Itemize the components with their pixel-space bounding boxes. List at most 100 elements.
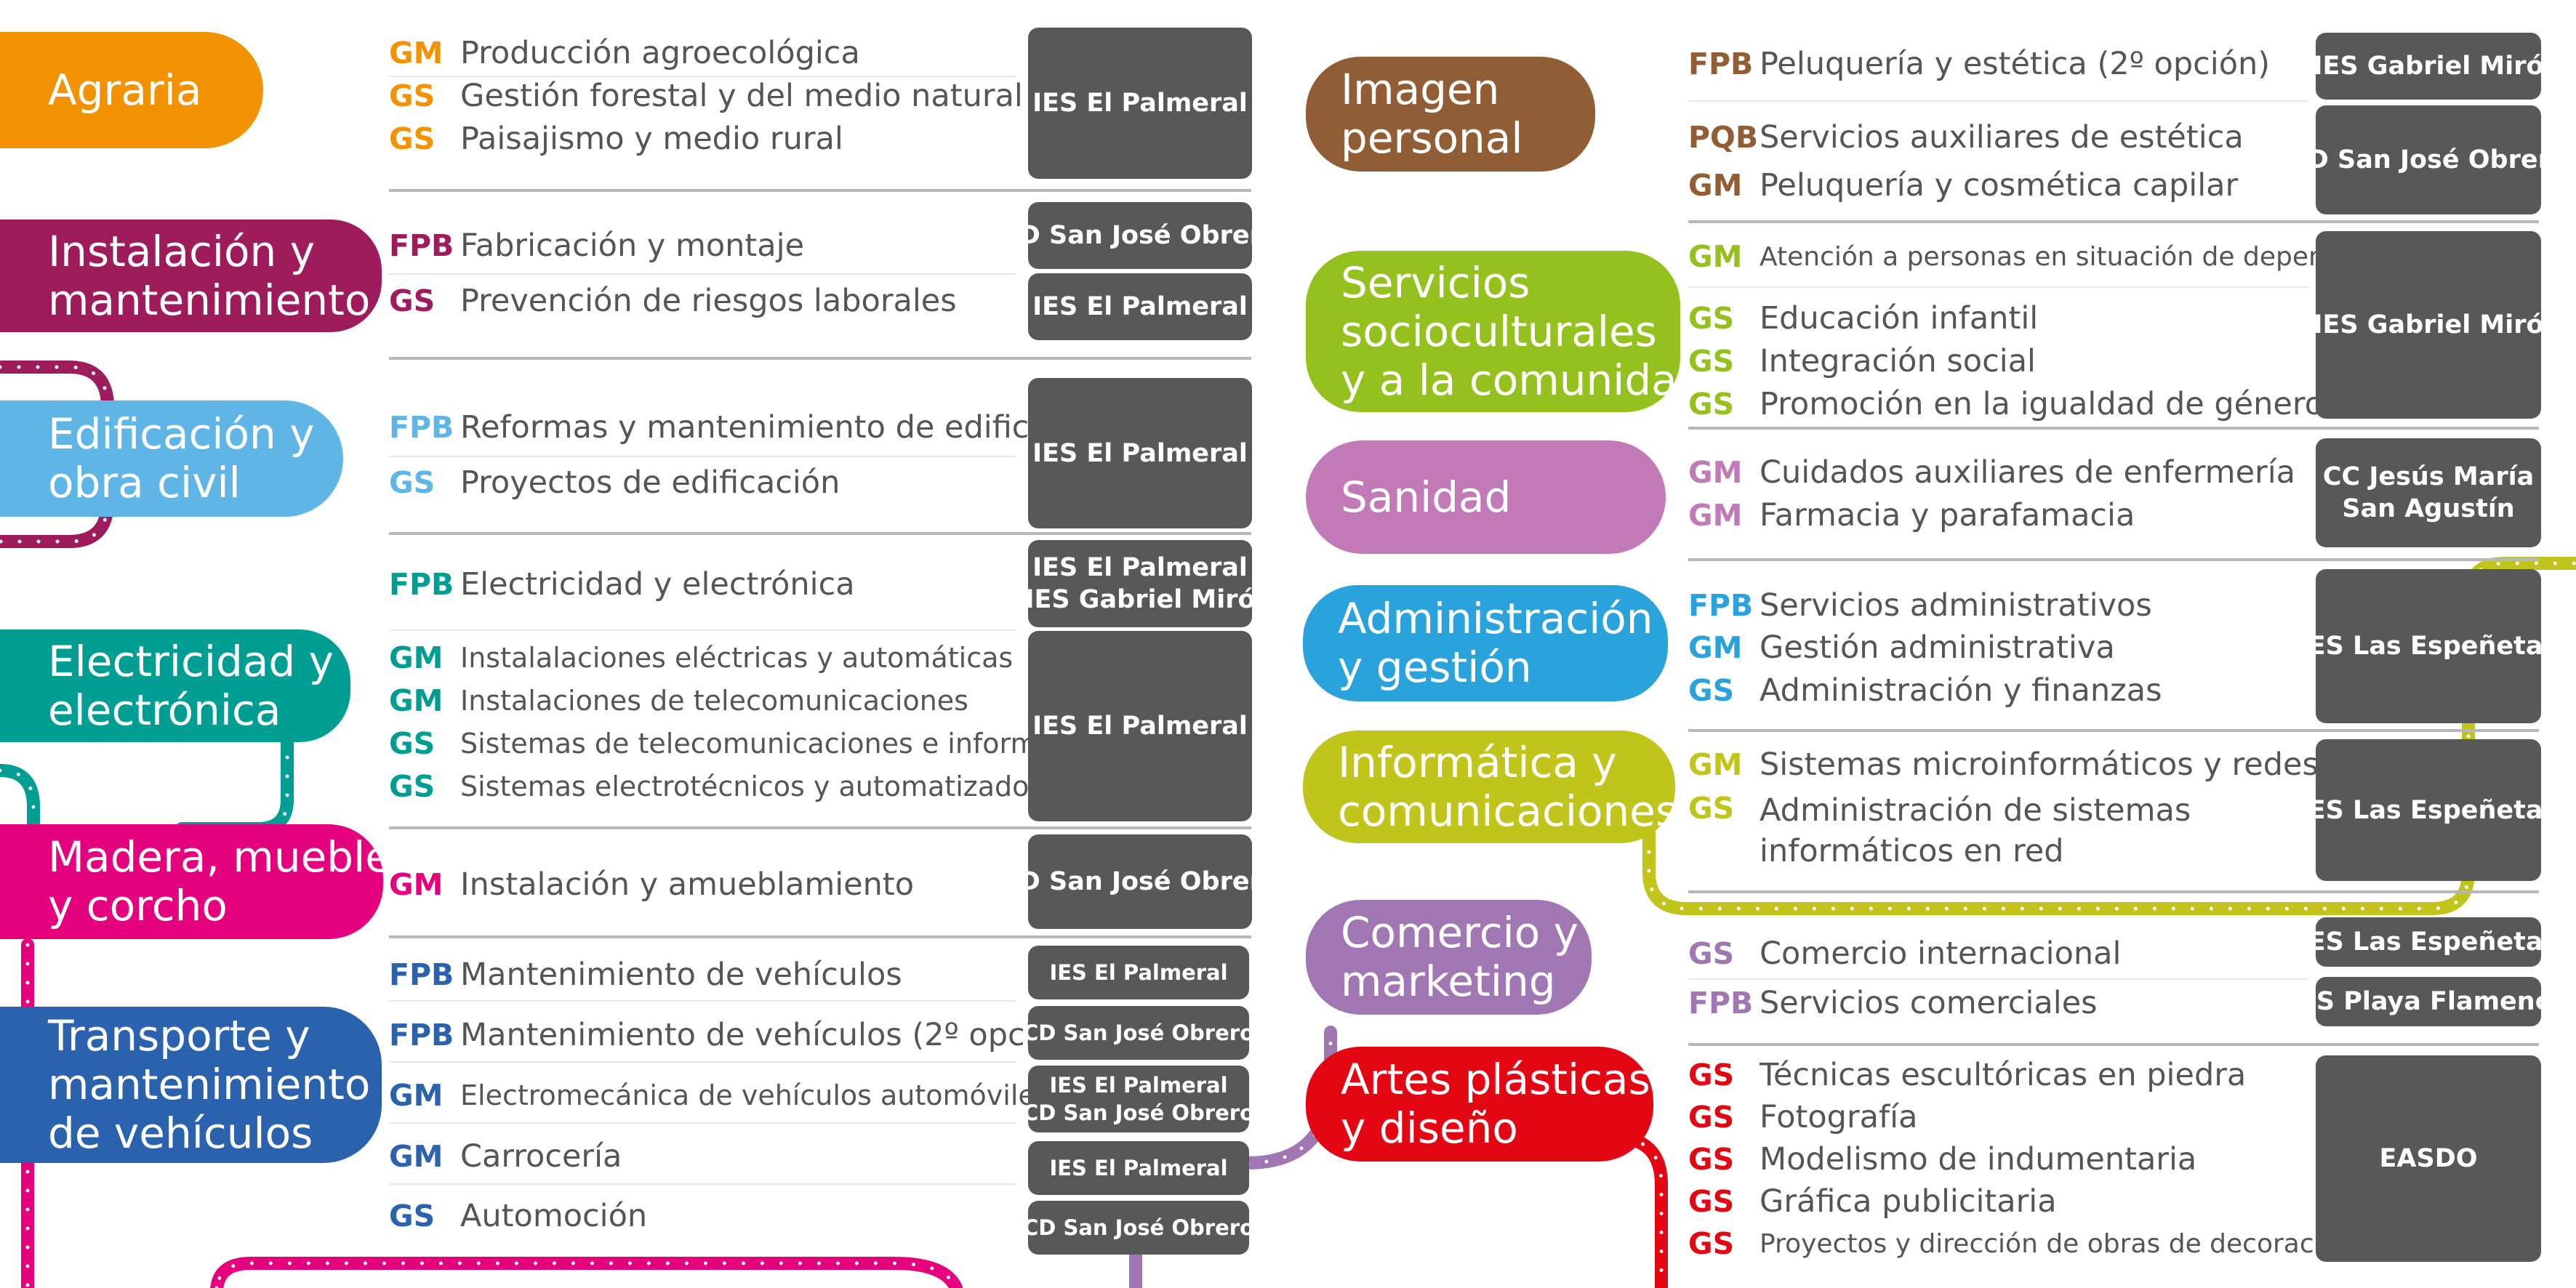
course-name: Educación infantil (1760, 300, 2039, 337)
course-name: Fabricación y montaje (460, 228, 805, 264)
course-name: Instalaciones de telecomunicaciones (460, 685, 968, 717)
course-code: GM (389, 36, 444, 71)
row-divider (389, 273, 1016, 275)
course-name: Mantenimiento de vehículos (460, 957, 902, 993)
school-box: IES El Palmeral (1028, 631, 1252, 821)
course-code: GS (1688, 673, 1735, 708)
family-sanidad: Sanidad (1306, 440, 1666, 554)
family-imagen: Imagen personal (1306, 57, 1595, 172)
course-name: Modelismo de indumentaria (1760, 1141, 2197, 1178)
course-row: GS Modelismo de indumentaria (1688, 1141, 2196, 1178)
course-name: Reformas y mantenimiento de edificios (460, 409, 1074, 446)
course-code: PQB (1688, 120, 1759, 155)
family-administracion: Administración y gestión (1303, 585, 1668, 701)
course-code: GS (1688, 1058, 1735, 1092)
course-name: Farmacia y parafamacia (1760, 497, 2135, 534)
course-code: GS (1688, 791, 1735, 826)
school-box: CD San José Obrero (1023, 1201, 1254, 1255)
school-box: IES El Palmeral (1028, 1141, 1249, 1195)
course-name: Servicios comerciales (1760, 985, 2098, 1021)
course-code: FPB (1688, 588, 1754, 623)
course-name: Cuidados auxiliares de enfermería (1760, 454, 2296, 491)
course-code: GS (1688, 387, 1735, 422)
school-box: CD San José Obrero (1000, 834, 1280, 929)
course-name: Administración y finanzas (1760, 672, 2162, 709)
family-edificacion: Edificación y obra civil (0, 401, 343, 517)
school-box: EASDO (2316, 1055, 2541, 1262)
course-name: Administración de sistemas informáticos … (1760, 792, 2191, 869)
course-code: GS (389, 121, 436, 156)
course-name: Carrocería (460, 1138, 622, 1175)
school-box: IES Las Espeñetas (2299, 569, 2558, 723)
course-name: Electricidad y electrónica (460, 566, 855, 603)
school-box: CD San José Obrero (1023, 1006, 1254, 1060)
school-box: IES Las Espeñetas (2299, 739, 2558, 881)
course-code: GM (389, 1139, 444, 1174)
course-code: FPB (389, 410, 454, 445)
family-electricidad: Electricidad y electrónica (0, 629, 350, 742)
course-code: FPB (1688, 47, 1754, 81)
course-name: Fotografía (1760, 1099, 1918, 1135)
course-code: GS (1688, 1142, 1735, 1177)
course-name: Sistemas electrotécnicos y automatizados (460, 770, 1044, 802)
school-box: IES El Palmeral (1028, 378, 1252, 528)
section-divider (1688, 558, 2539, 561)
course-code: FPB (1688, 986, 1754, 1021)
school-box: IES Playa Flamenca (2290, 977, 2567, 1026)
school-box: IES Gabriel Miró (2313, 231, 2544, 419)
row-divider (389, 1183, 1016, 1185)
row-divider (1688, 978, 2308, 980)
course-code: GM (389, 1078, 444, 1113)
family-agraria: Agraria (0, 32, 263, 148)
section-divider (389, 189, 1251, 192)
section-divider (1688, 427, 2539, 430)
course-name: Instalación y amueblamiento (460, 866, 915, 903)
course-row: GS Administración de sistemas informático… (1688, 790, 2268, 870)
course-code: FPB (389, 957, 454, 992)
course-name: Electromecánica de vehículos automóviles (460, 1079, 1050, 1111)
row-divider (389, 456, 1016, 457)
school-box: IES Las Espeñetas (2299, 917, 2558, 967)
course-code: GM (1688, 630, 1743, 665)
course-name: Técnicas escultóricas en piedra (1760, 1057, 2247, 1093)
course-code: GM (1688, 168, 1743, 203)
course-code: GS (389, 1199, 436, 1233)
course-name: Sistemas microinformáticos y redes (1760, 746, 2319, 783)
course-name: Sistemas de telecomunicaciones e informá… (460, 728, 1120, 760)
course-row: GS Educación infantil (1688, 300, 2038, 337)
course-name: Automoción (460, 1198, 648, 1234)
section-divider (389, 532, 1251, 535)
course-name: Gestión administrativa (1760, 629, 2115, 666)
section-divider (1688, 890, 2539, 893)
course-code: GS (1688, 936, 1735, 971)
course-name: Servicios administrativos (1760, 587, 2152, 624)
family-instalacion: Instalación y mantenimiento (0, 220, 382, 332)
row-divider (389, 1000, 1016, 1002)
section-divider (1688, 1043, 2539, 1046)
course-row: GS Administración y finanzas (1688, 672, 2162, 709)
course-code: GS (1688, 301, 1735, 336)
family-comercio: Comercio y marketing (1306, 900, 1592, 1015)
course-name: Atención a personas en situación de depe… (1760, 241, 2412, 272)
course-name: Prevención de riesgos laborales (460, 283, 957, 319)
course-code: FPB (389, 228, 454, 263)
